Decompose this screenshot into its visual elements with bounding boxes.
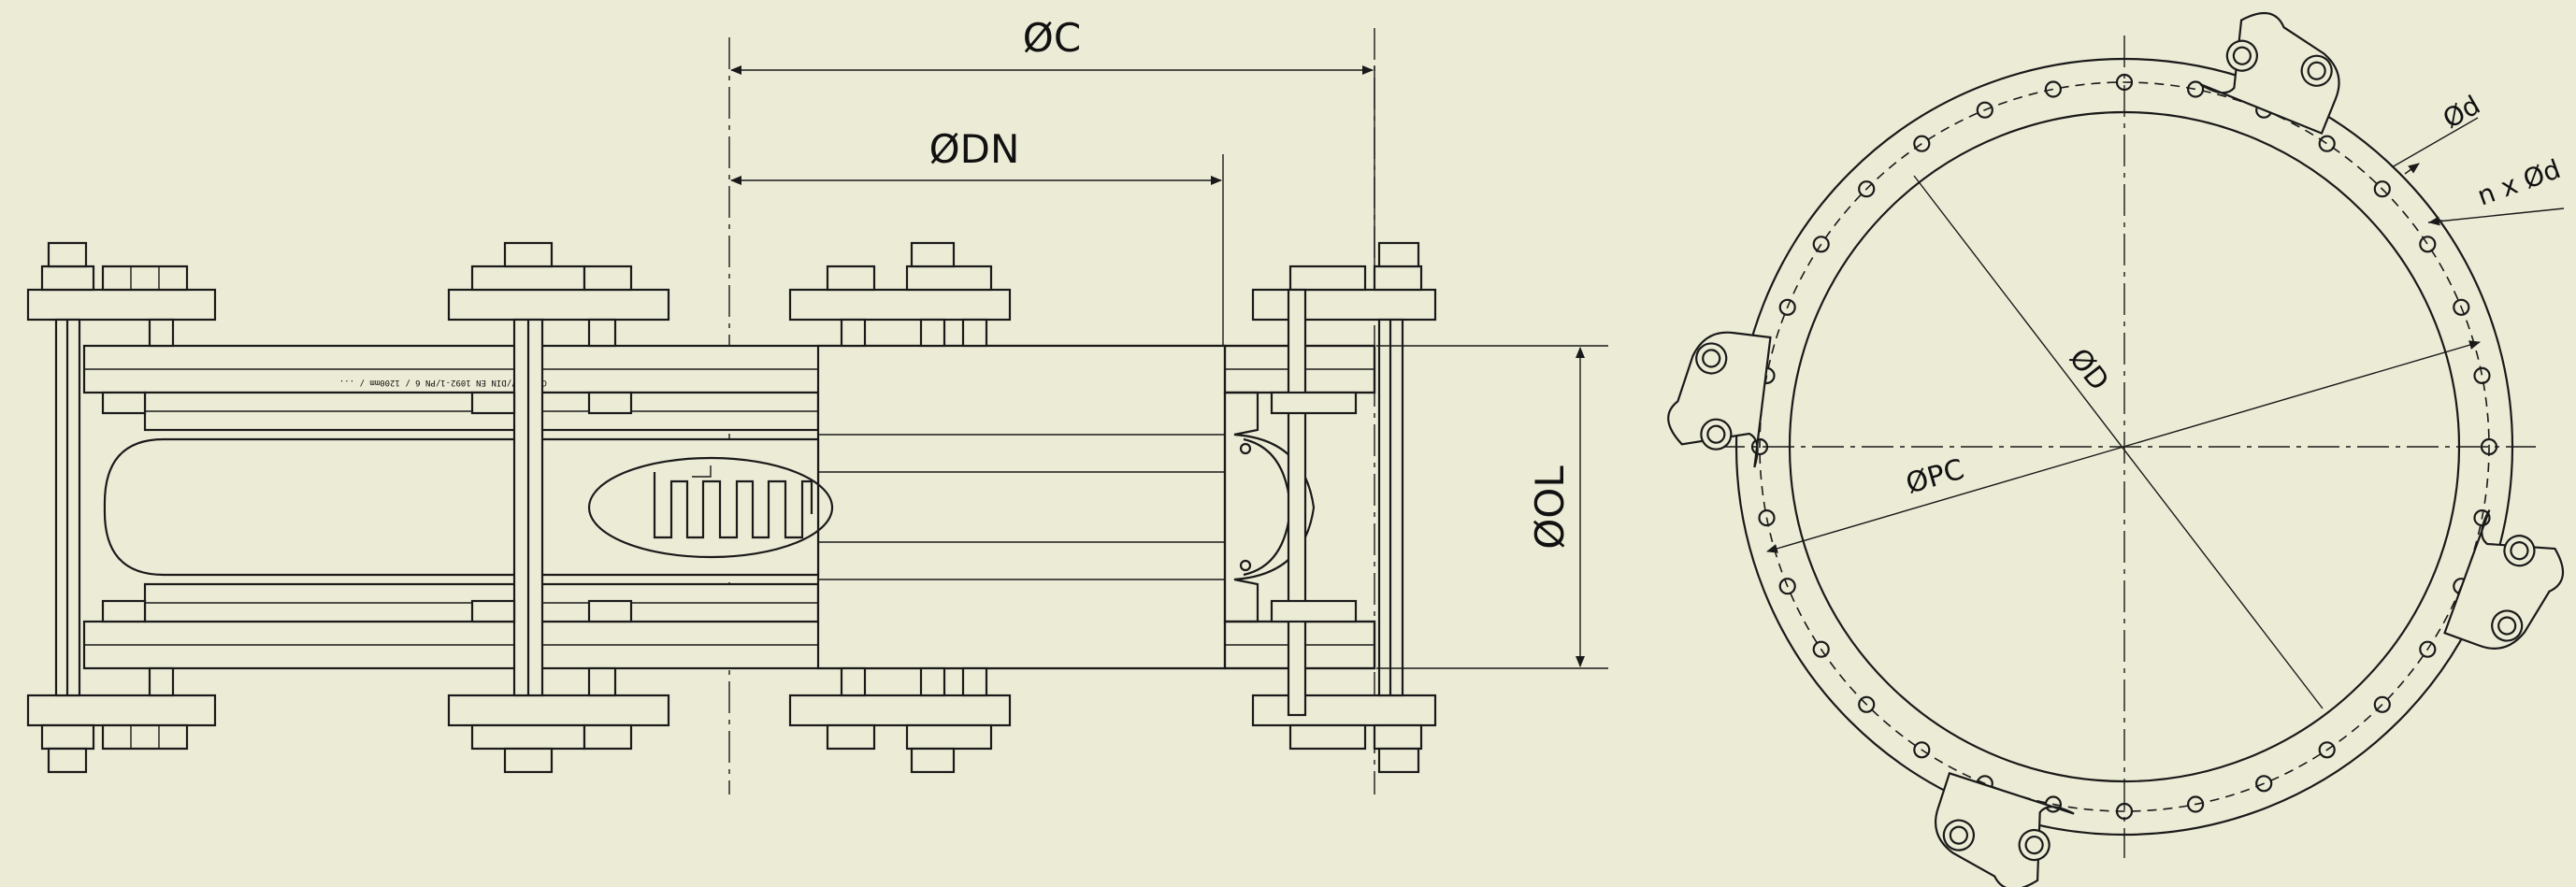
- side-view: C ST.37/DIN EN 1092-1/PN 6 / 1200mm / ..…: [26, 15, 1608, 794]
- flange-right: [1251, 241, 1437, 774]
- bolt-hole: [2480, 437, 2498, 456]
- bolt-hole: [2115, 73, 2134, 92]
- front-view: ØD ØPC Ød n x Ød: [1667, 11, 2565, 887]
- lug: [2443, 509, 2564, 650]
- bolt-hole: [2373, 695, 2391, 713]
- bolt-hole: [1913, 741, 1931, 759]
- dim-label-pc: ØPC: [1903, 453, 1968, 501]
- bolt-hole: [2186, 80, 2205, 98]
- bolt-hole: [2318, 135, 2336, 152]
- bolt-pitch-circle: [1759, 81, 2490, 812]
- bolt-hole: [1812, 236, 1830, 253]
- lug: [2199, 11, 2340, 136]
- lug: [1667, 331, 1772, 468]
- dim-label-c: ØC: [1023, 15, 1081, 61]
- lug: [1934, 771, 2075, 887]
- bolt-hole: [1858, 180, 1876, 198]
- dimension-c: ØC: [730, 15, 1375, 280]
- dim-label-ol: ØOL: [1527, 465, 1573, 550]
- bolt-hole: [2419, 236, 2437, 253]
- bolt-hole: [1812, 640, 1830, 658]
- spool-marking: C ST.37/DIN EN 1092-1/PN 6 / 1200mm / ..…: [339, 378, 547, 387]
- bolt-hole: [2115, 802, 2134, 821]
- dim-label-d-small: Ød: [2438, 90, 2485, 135]
- bolt-hole: [2453, 298, 2470, 316]
- dim-label-d-big: ØD: [2063, 342, 2115, 396]
- bolt-hole: [2044, 80, 2063, 98]
- dimension-ol: ØOL: [1376, 345, 1608, 669]
- bolt-hole: [2419, 640, 2437, 658]
- bolt-hole: [1913, 135, 1931, 152]
- flange-tie-rod-1: [447, 241, 670, 774]
- manufacturer-logo: [587, 456, 834, 559]
- bolt-hole: [2318, 741, 2336, 759]
- bolts-left: [40, 241, 189, 774]
- bolt-hole: [2186, 795, 2205, 813]
- bolt-hole: [1778, 578, 1796, 595]
- dimension-dn: ØDN: [730, 126, 1224, 346]
- dim-label-n-x-d: n x Ød: [2473, 153, 2565, 211]
- tie-rod-lugs: [1667, 11, 2564, 887]
- bolt-hole: [2255, 775, 2273, 793]
- flange-left: [26, 288, 217, 727]
- bolt-hole: [1778, 298, 1796, 316]
- bolt-hole: [1976, 101, 1993, 119]
- bolt-hole: [1858, 695, 1876, 713]
- bolt-hole: [2373, 180, 2391, 198]
- dim-label-dn: ØDN: [929, 126, 1020, 172]
- rubber-bellows: [103, 437, 820, 577]
- flange-tie-rod-2: [788, 241, 1012, 774]
